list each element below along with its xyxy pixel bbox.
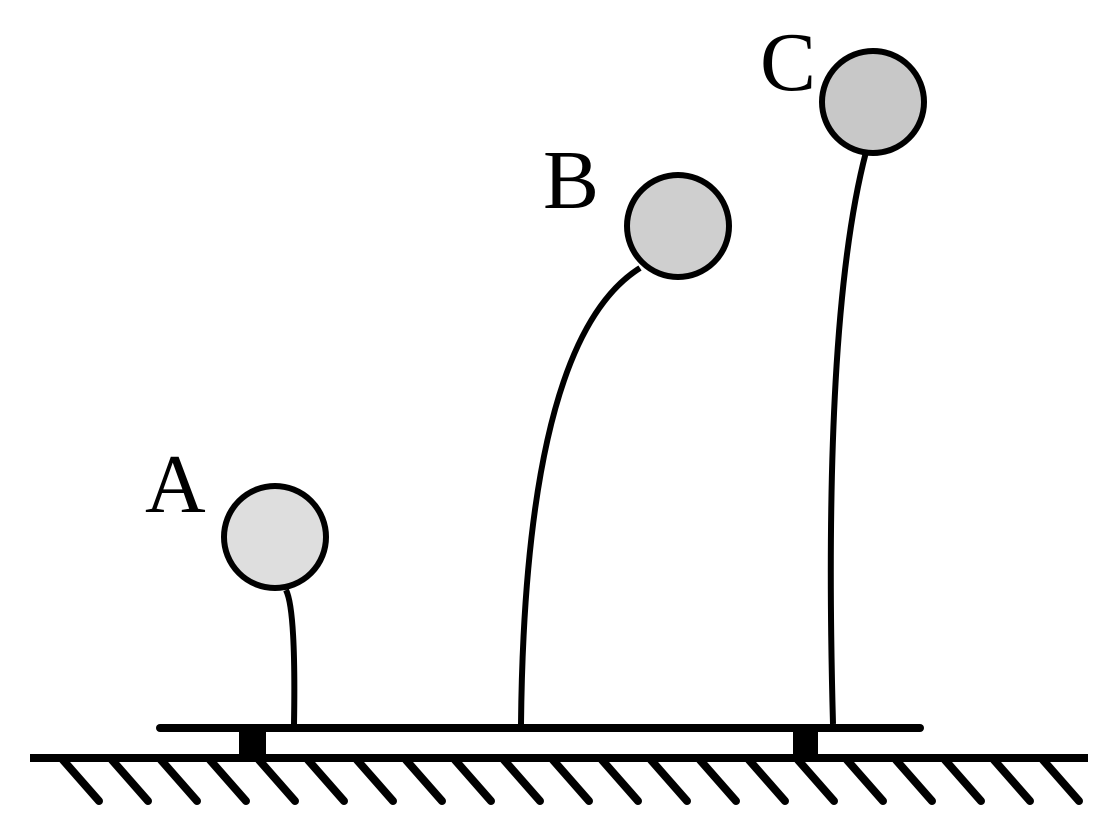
ball-b	[624, 172, 732, 280]
label-c: C	[760, 16, 816, 109]
ball-c	[819, 48, 927, 156]
hatch-mark	[500, 756, 544, 805]
hatch-mark	[892, 756, 936, 805]
label-b: B	[543, 134, 599, 227]
ball-a	[221, 483, 329, 591]
stem-b	[518, 265, 642, 725]
label-a: A	[145, 438, 206, 531]
hatch-mark	[843, 756, 887, 805]
stem-a	[283, 588, 298, 725]
support-right	[793, 728, 818, 758]
hatch-mark	[451, 756, 495, 805]
hatch-mark	[59, 756, 103, 805]
stem-c	[827, 151, 869, 725]
ground-hatching	[59, 756, 1083, 805]
hatch-mark	[598, 756, 642, 805]
hatch-mark	[304, 756, 348, 805]
hatch-mark	[647, 756, 691, 805]
hatch-mark	[353, 756, 397, 805]
hatch-mark	[1039, 756, 1083, 805]
hatch-mark	[745, 756, 789, 805]
hatch-mark	[549, 756, 593, 805]
hatch-mark	[255, 756, 299, 805]
hatch-mark	[990, 756, 1034, 805]
support-left	[239, 728, 266, 758]
hatch-mark	[157, 756, 201, 805]
hatch-mark	[696, 756, 740, 805]
hatch-mark	[794, 756, 838, 805]
hatch-mark	[206, 756, 250, 805]
hatch-mark	[402, 756, 446, 805]
hatch-mark	[108, 756, 152, 805]
hatch-mark	[941, 756, 985, 805]
